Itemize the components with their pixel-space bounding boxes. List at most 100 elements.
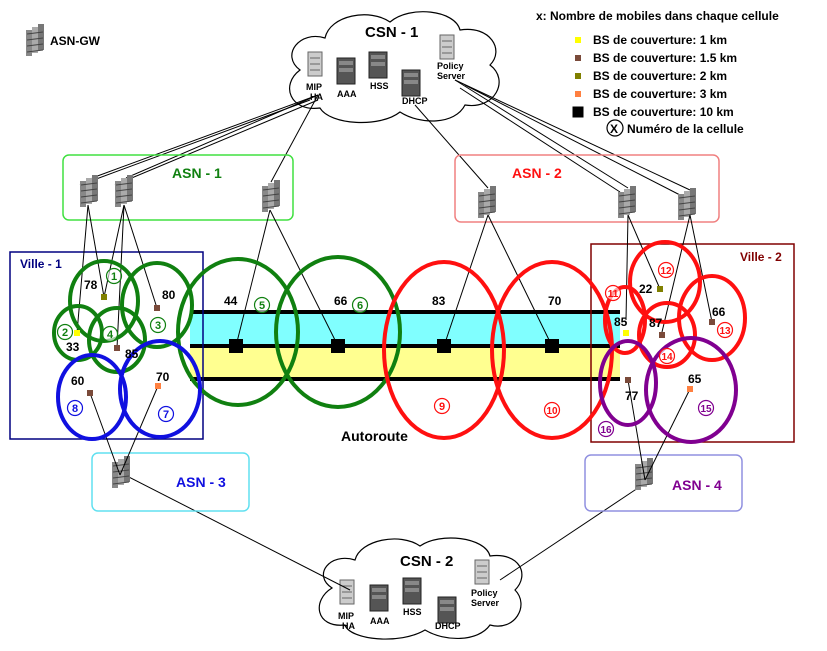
cell-13-number-circle <box>716 321 734 339</box>
cell-13-count: 66 <box>712 305 726 319</box>
csn1-label-policy: Policy <box>437 61 464 71</box>
csn2-dhcp-icon <box>437 596 457 624</box>
cell-5-base-station <box>229 339 243 353</box>
csn2-label-aaa: AAA <box>370 616 390 626</box>
csn1-title: CSN - 1 <box>365 24 418 41</box>
asn2-gw-3 <box>677 187 697 221</box>
cell-12-base-station <box>657 286 663 292</box>
cell-1-base-station <box>101 294 107 300</box>
cell-4-base-station <box>114 345 120 351</box>
cell-7-number: 7 <box>163 409 169 421</box>
cell-ellipses <box>52 240 747 444</box>
csn1-aaa-icon <box>336 57 356 85</box>
cell-10-number-circle <box>543 401 561 419</box>
legend-swatch <box>575 55 581 61</box>
legend-swatch <box>572 106 584 118</box>
cell-10-number: 10 <box>546 406 558 417</box>
cell-8-number: 8 <box>72 403 78 415</box>
legend-cell-marker-circle <box>606 119 624 137</box>
csn2-title: CSN - 2 <box>400 553 453 570</box>
legend-swatch <box>575 91 581 97</box>
cell-11-count: 85 <box>614 315 628 329</box>
legend-item-label: BS de couverture: 10 km <box>593 105 734 119</box>
cell-15-number-circle <box>697 399 715 417</box>
cell-9-base-station <box>437 339 451 353</box>
csn1-label-aaa: AAA <box>337 89 357 99</box>
csn1-label-hss: HSS <box>370 81 389 91</box>
cell-9-count: 83 <box>432 294 446 308</box>
cell-15-count: 65 <box>688 372 702 386</box>
csn1-hss-icon <box>368 51 388 79</box>
csn2-label-server: Server <box>471 598 500 608</box>
base-stations <box>74 286 715 396</box>
cell-8-coverage <box>56 353 128 441</box>
asn1-gw-1 <box>79 174 99 208</box>
legend-item-label: BS de couverture: 3 km <box>593 87 727 101</box>
csn1-mipha-icon <box>307 51 323 77</box>
cell-10-count: 70 <box>548 294 562 308</box>
asn3-box <box>91 452 250 512</box>
cell-13-coverage <box>677 274 747 362</box>
asn1-gw-3 <box>261 179 281 213</box>
cell-14-number-circle <box>658 347 676 365</box>
cell-7-number-circle <box>157 405 175 423</box>
asn4-box <box>584 454 743 512</box>
cell-4-number: 4 <box>107 329 114 341</box>
cell-14-count: 87 <box>649 316 663 330</box>
csn1-policy-icon <box>439 34 455 60</box>
asn1-label: ASN - 1 <box>172 165 222 181</box>
cell-5-coverage <box>176 257 300 407</box>
cell-6-count: 66 <box>334 294 348 308</box>
cell-10-base-station <box>545 339 559 353</box>
cell-1-count: 78 <box>84 278 98 292</box>
legend-swatch <box>575 37 581 43</box>
cell-12-number: 12 <box>660 266 672 277</box>
cell-6-number: 6 <box>357 300 363 312</box>
csn2-label-ha: HA <box>342 621 355 631</box>
asn2-label: ASN - 2 <box>512 165 562 181</box>
csn2-label-mipha: MIP <box>338 611 354 621</box>
cell-1-number-circle <box>105 267 123 285</box>
csn2-label-hss: HSS <box>403 607 422 617</box>
cell-2-count: 33 <box>66 340 80 354</box>
cell-13-base-station <box>709 319 715 325</box>
cell-11-number: 11 <box>608 289 619 300</box>
cell-15-coverage <box>644 336 738 444</box>
cell-3-number-circle <box>149 316 167 334</box>
cell-12-count: 22 <box>639 282 653 296</box>
cell-8-base-station <box>87 390 93 396</box>
cell-4-count: 85 <box>125 347 139 361</box>
legend-item-label: BS de couverture: 1.5 km <box>593 51 737 65</box>
csn1-links <box>79 79 691 196</box>
cell-1-coverage <box>68 259 140 343</box>
asn2-box <box>454 154 720 223</box>
csn2-hss-icon <box>402 577 422 605</box>
ville2-label: Ville - 2 <box>740 250 782 264</box>
asn1-box <box>62 154 294 221</box>
cell-16-base-station <box>625 377 631 383</box>
cell-14-coverage <box>637 301 697 369</box>
asn-gw-legend-icon <box>25 23 45 57</box>
asn3-label: ASN - 3 <box>176 474 226 490</box>
cell-9-coverage <box>382 260 506 440</box>
cell-4-number-circle <box>101 325 119 343</box>
cell-5-number-circle <box>253 296 271 314</box>
cell-16-number-circle <box>597 420 615 438</box>
cell-7-coverage <box>118 339 202 439</box>
cell-14-number: 14 <box>661 352 673 363</box>
legend-title: x: Nombre de mobiles dans chaque cellule <box>536 9 779 23</box>
cell-7-base-station <box>155 383 161 389</box>
csn2-policy-icon <box>474 559 490 585</box>
cell-3-number: 3 <box>155 320 161 332</box>
cell-11-coverage <box>603 285 647 355</box>
cell-14-base-station <box>659 332 665 338</box>
cell-2-number: 2 <box>62 327 68 339</box>
asn2-gw-2 <box>617 185 637 219</box>
cell-5-count: 44 <box>224 294 238 308</box>
cell-3-coverage <box>120 261 194 349</box>
cell-13-number: 13 <box>719 326 731 337</box>
cell-11-base-station <box>623 330 629 336</box>
